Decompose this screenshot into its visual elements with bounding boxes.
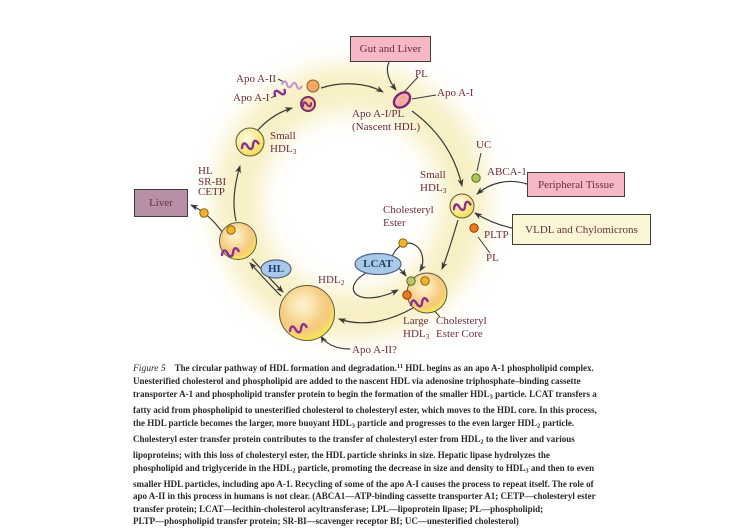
caption-text: The circular pathway of HDL formation an… (174, 362, 594, 373)
label-apo-a1-top: Apo A-I (233, 92, 270, 104)
arrow-small-hdl3-to-apo (257, 107, 293, 131)
shrinking-hdl-squiggle (220, 247, 240, 258)
gut-and-liver-box: Gut and Liver (350, 36, 431, 62)
line-pl-right (477, 236, 491, 254)
molecule-dots (199, 173, 481, 300)
liver-gold-dot (199, 208, 209, 218)
arrow-apo-a2-to-hdl2 (320, 335, 351, 350)
pltp-orange-dot (469, 223, 479, 233)
label-apo-a1-right: Apo A-I (437, 87, 474, 99)
hdl2-squiggle (288, 323, 308, 334)
small-hdl3-right-squiggle (452, 200, 472, 212)
caption-line: Cholesteryl ester transfer protein contr… (133, 433, 575, 446)
label-nascent-hdl: Apo A-I/PL(Nascent HDL) (352, 108, 421, 133)
hdl-pathway-diagram (190, 61, 528, 350)
caption-line: Figure 5 The circular pathway of HDL form… (133, 361, 643, 375)
small-hdl3-sphere-top (235, 127, 265, 157)
small-hdl3-top-squiggle (240, 139, 260, 151)
apo-a1-squiggle (273, 88, 287, 98)
caption-line: smaller HDL particles, including apo A-1… (133, 478, 594, 489)
particle-squiggle (301, 101, 313, 108)
label-apo-a2-top: Apo A-II (236, 73, 277, 85)
large-hdl3-gold-dot (420, 276, 430, 286)
caption-line: apo A-II in this process in humans is no… (133, 491, 596, 502)
arrow-large-hdl3-to-hdl2 (338, 307, 414, 325)
hl-ellipse (260, 259, 292, 279)
label-pl-top: PL (415, 68, 428, 80)
pathway-arrows (190, 61, 528, 350)
line-uc (476, 152, 482, 172)
apo-lipid-dot (306, 79, 320, 93)
sphere-gold-dot (226, 225, 236, 235)
arrow-vldl-to-hdl (474, 212, 513, 229)
liver-box: Liver (134, 189, 188, 217)
lcat-ellipse (354, 252, 402, 276)
lcat-label: LCAT (363, 258, 393, 270)
small-hdl3-sphere-right (449, 193, 475, 219)
label-apo-a2-question: Apo A-II? (352, 344, 397, 356)
arrow-gut-to-nascent (386, 61, 397, 91)
caption-line: the HDL particle becomes the larger, mor… (133, 417, 575, 430)
peripheral-tissue-box: Peripheral Tissue (527, 172, 625, 197)
figure-number: Figure 5 (133, 363, 166, 374)
nascent-hdl-particle (392, 91, 412, 109)
caption-line: PLTP—phospholipid transfer protein; SR-B… (133, 516, 519, 527)
shrinking-hdl-sphere (219, 222, 257, 260)
label-abca1: ABCA-1 (487, 166, 527, 178)
hl-label: HL (268, 263, 284, 275)
arrow-hdl2-up (249, 262, 282, 297)
caption-line: phospholipid and triglyceride in the HDL… (133, 462, 595, 475)
large-hdl3-orange-dot (402, 290, 412, 300)
label-pl-right: PL (486, 252, 499, 264)
large-hdl3-squiggle (409, 297, 429, 308)
arrow-to-liver (190, 204, 224, 234)
arrow-small-to-large-hdl3 (441, 219, 459, 270)
label-uc: UC (476, 139, 492, 151)
caption-line: Unesterified cholesterol and phospholipi… (133, 376, 581, 387)
hdl2-sphere (279, 285, 335, 341)
uc-green-dot (471, 173, 481, 183)
apo-a2-squiggle (281, 80, 303, 90)
line-pl-top (403, 76, 419, 93)
arrow-apo-to-nascent (320, 83, 384, 93)
label-pltp: PLTP (484, 229, 509, 241)
hdl-spheres (219, 127, 475, 341)
arrow-lcat-loop-top (391, 242, 427, 272)
large-hdl3-green-dot (406, 276, 416, 286)
cholesteryl-ester-dot (398, 238, 408, 248)
caption-line: fatty acid from phospholipid to unesteri… (133, 405, 597, 416)
arrow-peripheral-to-hdl (476, 180, 528, 195)
apo-squiggles (220, 80, 472, 334)
line-apo-a1-right (411, 94, 437, 100)
caption-line: transfer protein; LCAT—lecithin-choleste… (133, 503, 544, 514)
arrow-lcat-loop-bottom (352, 272, 399, 299)
figure-caption: Figure 5 The circular pathway of HDL form… (133, 361, 643, 528)
vldl-chylomicrons-box: VLDL and Chylomicrons (512, 214, 651, 245)
label-hdl2: HDL2 (318, 274, 345, 288)
arrow-to-small-hdl3-top (233, 165, 241, 222)
caption-line: transporter A-1 and phospholipid transfe… (133, 389, 597, 401)
caption-line: lipoproteins; with this loss of choleste… (133, 450, 550, 461)
arrow-nascent-to-small-hdl3 (411, 110, 464, 187)
